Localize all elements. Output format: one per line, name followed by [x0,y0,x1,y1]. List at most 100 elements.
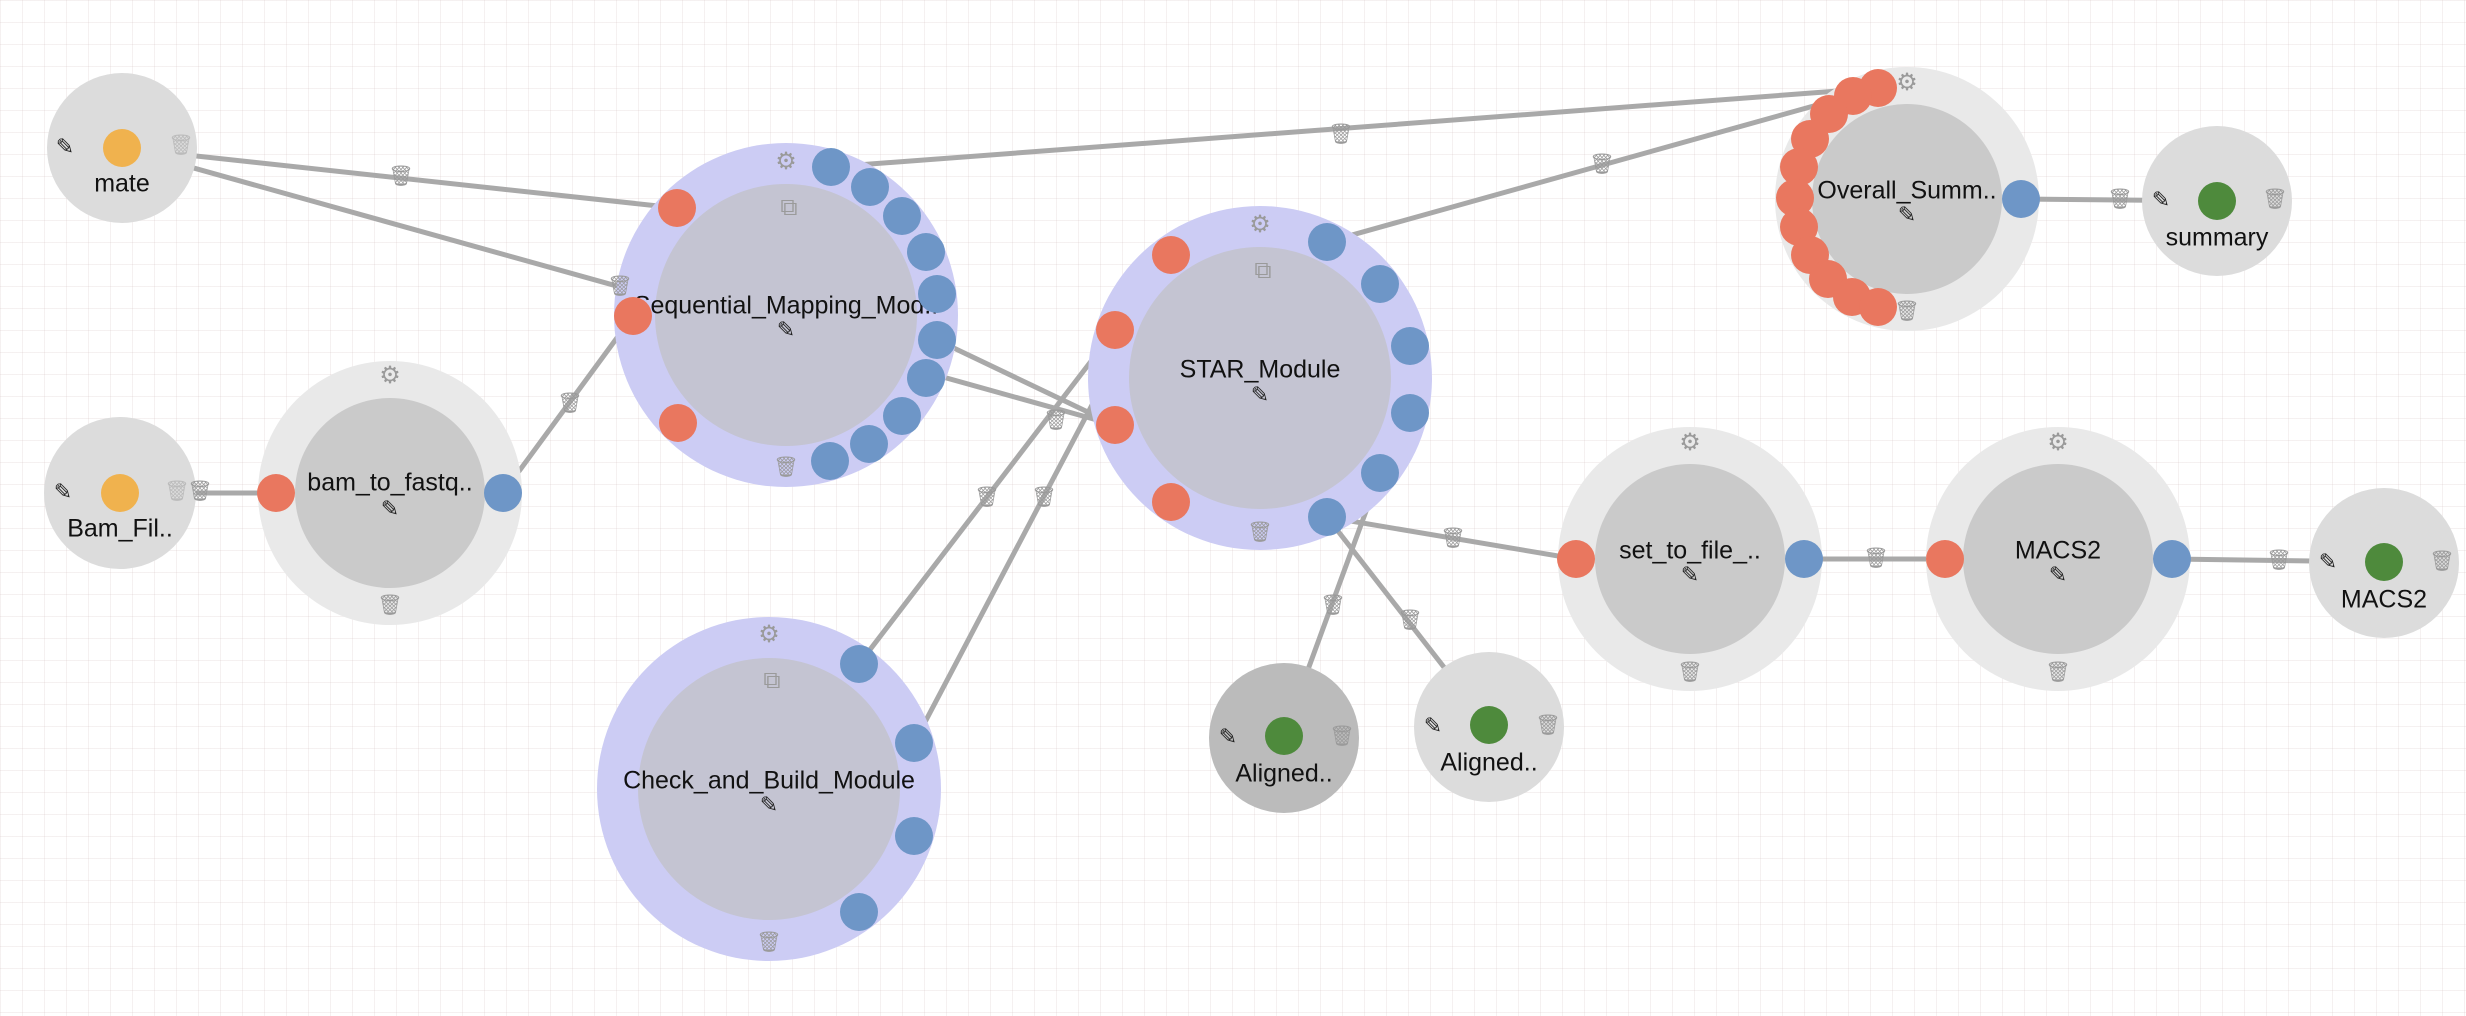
node-mate[interactable]: ✎ 🗑 mate [47,73,197,223]
trash-icon[interactable]: 🗑 [974,485,999,509]
seqmap-input-port[interactable] [659,404,697,442]
trash-icon[interactable]: 🗑 [168,133,193,157]
node-bam-to-fastq[interactable]: ⚙ 🗑 🗑 bam_to_fastq.. ✎ [187,361,522,625]
sequential-mapping-inner[interactable] [655,184,917,446]
pencil-icon[interactable]: ✎ [1219,725,1237,750]
edge-bamtofastq-to-seqmap[interactable] [500,313,636,496]
check-and-build-output-port[interactable] [895,817,933,855]
overall-summary-input-port[interactable] [1776,179,1814,217]
edge-check-to-star-1[interactable] [856,327,1118,667]
trash-icon[interactable]: 🗑 [1440,526,1465,550]
overall-summary-output-port[interactable] [2002,180,2040,218]
set-to-file-input-port[interactable] [1557,540,1595,578]
check-and-build-output-port[interactable] [840,645,878,683]
seqmap-output-port[interactable] [851,168,889,206]
external-link-icon[interactable]: ⧉ [780,193,797,221]
gear-icon[interactable]: ⚙ [379,361,401,389]
trash-icon[interactable]: 🗑 [1894,299,1919,323]
overall-summary-input-port[interactable] [1859,288,1897,326]
pencil-icon[interactable]: ✎ [381,497,399,522]
trash-icon[interactable]: 🗑 [1863,546,1888,570]
edge-seqmap-to-star[interactable] [934,337,1118,428]
seqmap-output-port[interactable] [918,275,956,313]
trash-icon[interactable]: 🗑 [607,274,632,298]
seqmap-output-port[interactable] [883,397,921,435]
star-output-port[interactable] [1361,265,1399,303]
node-macs2-output[interactable]: ✎ 🗑 MACS2 [2309,488,2459,638]
bam-to-fastq-inner[interactable] [295,398,485,588]
seqmap-output-port[interactable] [918,321,956,359]
star-output-port[interactable] [1391,327,1429,365]
seqmap-output-port[interactable] [811,442,849,480]
overall-summary-input-port[interactable] [1780,148,1818,186]
external-link-icon[interactable]: ⧉ [1254,256,1271,284]
star-input-port[interactable] [1096,311,1134,349]
check-and-build-inner[interactable] [638,658,900,920]
node-overall-summary[interactable]: ⚙ 🗑 Overall_Summ.. ✎ [1775,67,2040,331]
seqmap-input-port[interactable] [614,297,652,335]
node-set-to-file[interactable]: ⚙ 🗑 set_to_file_.. ✎ [1557,427,1823,691]
pencil-icon[interactable]: ✎ [1251,383,1269,408]
gear-icon[interactable]: ⚙ [775,147,797,175]
gear-icon[interactable]: ⚙ [2047,428,2069,456]
seqmap-output-port[interactable] [883,197,921,235]
trash-icon[interactable]: 🗑 [756,930,781,954]
pencil-icon[interactable]: ✎ [2319,550,2337,575]
pencil-icon[interactable]: ✎ [2049,563,2067,588]
seqmap-output-port[interactable] [907,359,945,397]
node-sequential-mapping-module[interactable]: ⚙ ⧉ 🗑 Sequential_Mapping_Mod.. ✎ [614,143,958,487]
check-and-build-output-port[interactable] [840,893,878,931]
trash-icon[interactable]: 🗑 [1397,608,1422,632]
star-output-port[interactable] [1308,223,1346,261]
star-module-inner[interactable] [1129,247,1391,509]
seqmap-output-port[interactable] [907,233,945,271]
bam-file-output-port[interactable] [101,474,139,512]
node-check-and-build-module[interactable]: ⚙ ⧉ 🗑 Check_and_Build_Module ✎ [597,617,941,961]
trash-icon[interactable]: 🗑 [377,593,402,617]
trash-icon[interactable]: 🗑 [2045,660,2070,684]
summary-input-port[interactable] [2198,182,2236,220]
trash-icon[interactable]: 🗑 [2429,549,2454,573]
node-summary-output[interactable]: ✎ 🗑 summary [2142,126,2292,276]
macs2-inner[interactable] [1963,464,2153,654]
trash-icon[interactable]: 🗑 [1328,122,1353,146]
overall-summary-inner[interactable] [1812,104,2002,294]
set-to-file-output-port[interactable] [1785,540,1823,578]
trash-icon[interactable]: 🗑 [1043,408,1068,432]
star-output-port[interactable] [1308,498,1346,536]
edge-mate-to-seqmap[interactable] [119,145,680,211]
node-star-module[interactable]: ⚙ ⧉ 🗑 STAR_Module ✎ [1088,206,1432,550]
trash-icon[interactable]: 🗑 [1589,152,1614,176]
edge-star-to-settofile[interactable] [1324,514,1579,562]
node-aligned-output-2[interactable]: ✎ 🗑 Aligned.. [1414,652,1564,802]
pencil-icon[interactable]: ✎ [56,135,74,160]
trash-icon[interactable]: 🗑 [1320,593,1345,617]
pencil-icon[interactable]: ✎ [760,793,778,818]
trash-icon[interactable]: 🗑 [2262,187,2287,211]
trash-icon[interactable]: 🗑 [2266,548,2291,572]
aligned-1-input-port[interactable] [1265,717,1303,755]
macs2-input-port[interactable] [1926,540,1964,578]
macs2-output-input-port[interactable] [2365,543,2403,581]
node-bam-file[interactable]: ✎ 🗑 Bam_Fil.. [44,417,196,569]
trash-icon[interactable]: 🗑 [1677,660,1702,684]
gear-icon[interactable]: ⚙ [1249,210,1271,238]
seqmap-input-port[interactable] [658,189,696,227]
star-input-port[interactable] [1152,236,1190,274]
seqmap-output-port[interactable] [850,425,888,463]
gear-icon[interactable]: ⚙ [1679,428,1701,456]
edge-star-to-overall[interactable] [1324,85,1881,245]
pencil-icon[interactable]: ✎ [54,480,72,505]
bam-to-fastq-output-port[interactable] [484,474,522,512]
aligned-2-input-port[interactable] [1470,706,1508,744]
trash-icon[interactable]: 🗑 [2107,187,2132,211]
pencil-icon[interactable]: ✎ [1898,203,1916,228]
gear-icon[interactable]: ⚙ [1896,68,1918,96]
macs2-output-port[interactable] [2153,540,2191,578]
check-and-build-output-port[interactable] [895,724,933,762]
star-input-port[interactable] [1152,483,1190,521]
trash-icon[interactable]: 🗑 [164,479,189,503]
trash-icon[interactable]: 🗑 [1535,713,1560,737]
node-macs2-process[interactable]: ⚙ 🗑 MACS2 ✎ [1926,427,2191,691]
